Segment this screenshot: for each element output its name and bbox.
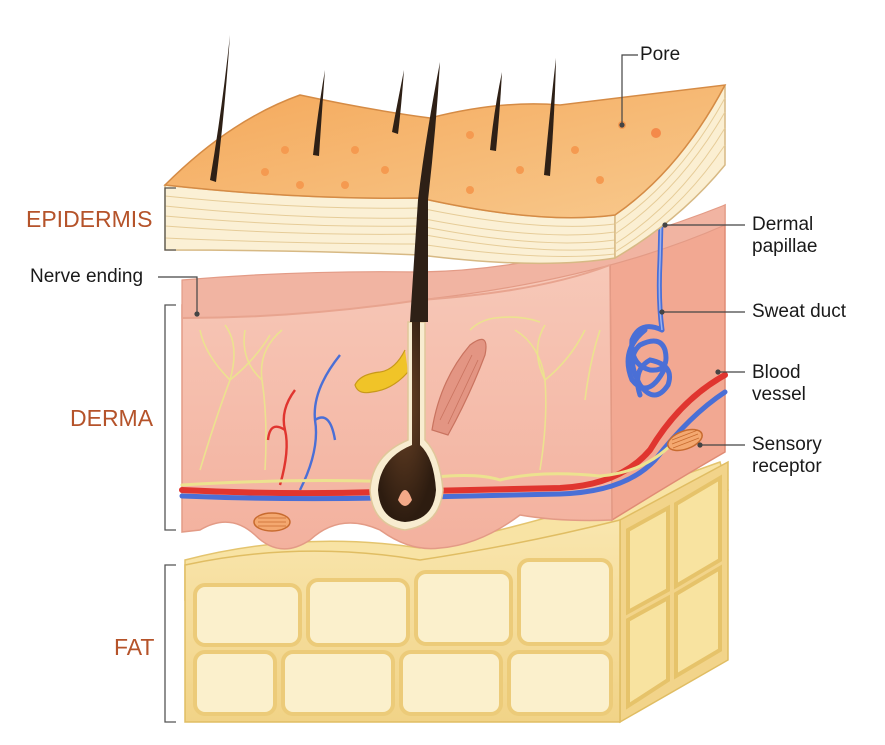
fat-label: FAT (114, 634, 155, 660)
nerve-ending-label: Nerve ending (30, 266, 144, 287)
sweat-duct-label: Sweat duct (752, 301, 846, 322)
sweat-pore (651, 128, 661, 138)
sebaceous-gland (354, 349, 409, 394)
hairs (210, 35, 556, 322)
fat-layer (184, 460, 729, 724)
pore-label: Pore (640, 44, 681, 65)
pores (261, 121, 626, 194)
derma-label: DERMA (70, 405, 154, 431)
sensory-receptor-left (253, 512, 291, 532)
epidermis-layer (163, 84, 727, 265)
blood-vessels (179, 372, 728, 502)
layer-brackets (164, 187, 176, 723)
arrector-pili-muscle (431, 338, 487, 436)
nerve-branches (199, 316, 601, 471)
pore-line (621, 54, 638, 125)
hair-shaft-main (410, 62, 440, 322)
hair-follicle (369, 321, 444, 531)
nerve-ending-line (158, 276, 198, 314)
blood-vessel-label: Blood vessel (752, 362, 806, 405)
fat-cells (193, 558, 613, 716)
epidermis-label: EPIDERMIS (26, 206, 153, 232)
fat-bracket (164, 564, 176, 723)
dermal-papillae-label: Dermal papillae (752, 214, 818, 257)
derma-layer (179, 142, 728, 550)
sensory-receptor-right (667, 428, 703, 452)
epidermis-bracket (164, 187, 176, 251)
callout-lines (158, 54, 745, 448)
derma-bracket (164, 304, 176, 531)
capillaries (266, 354, 341, 491)
sensory-receptor-label: Sensory receptor (752, 434, 822, 477)
